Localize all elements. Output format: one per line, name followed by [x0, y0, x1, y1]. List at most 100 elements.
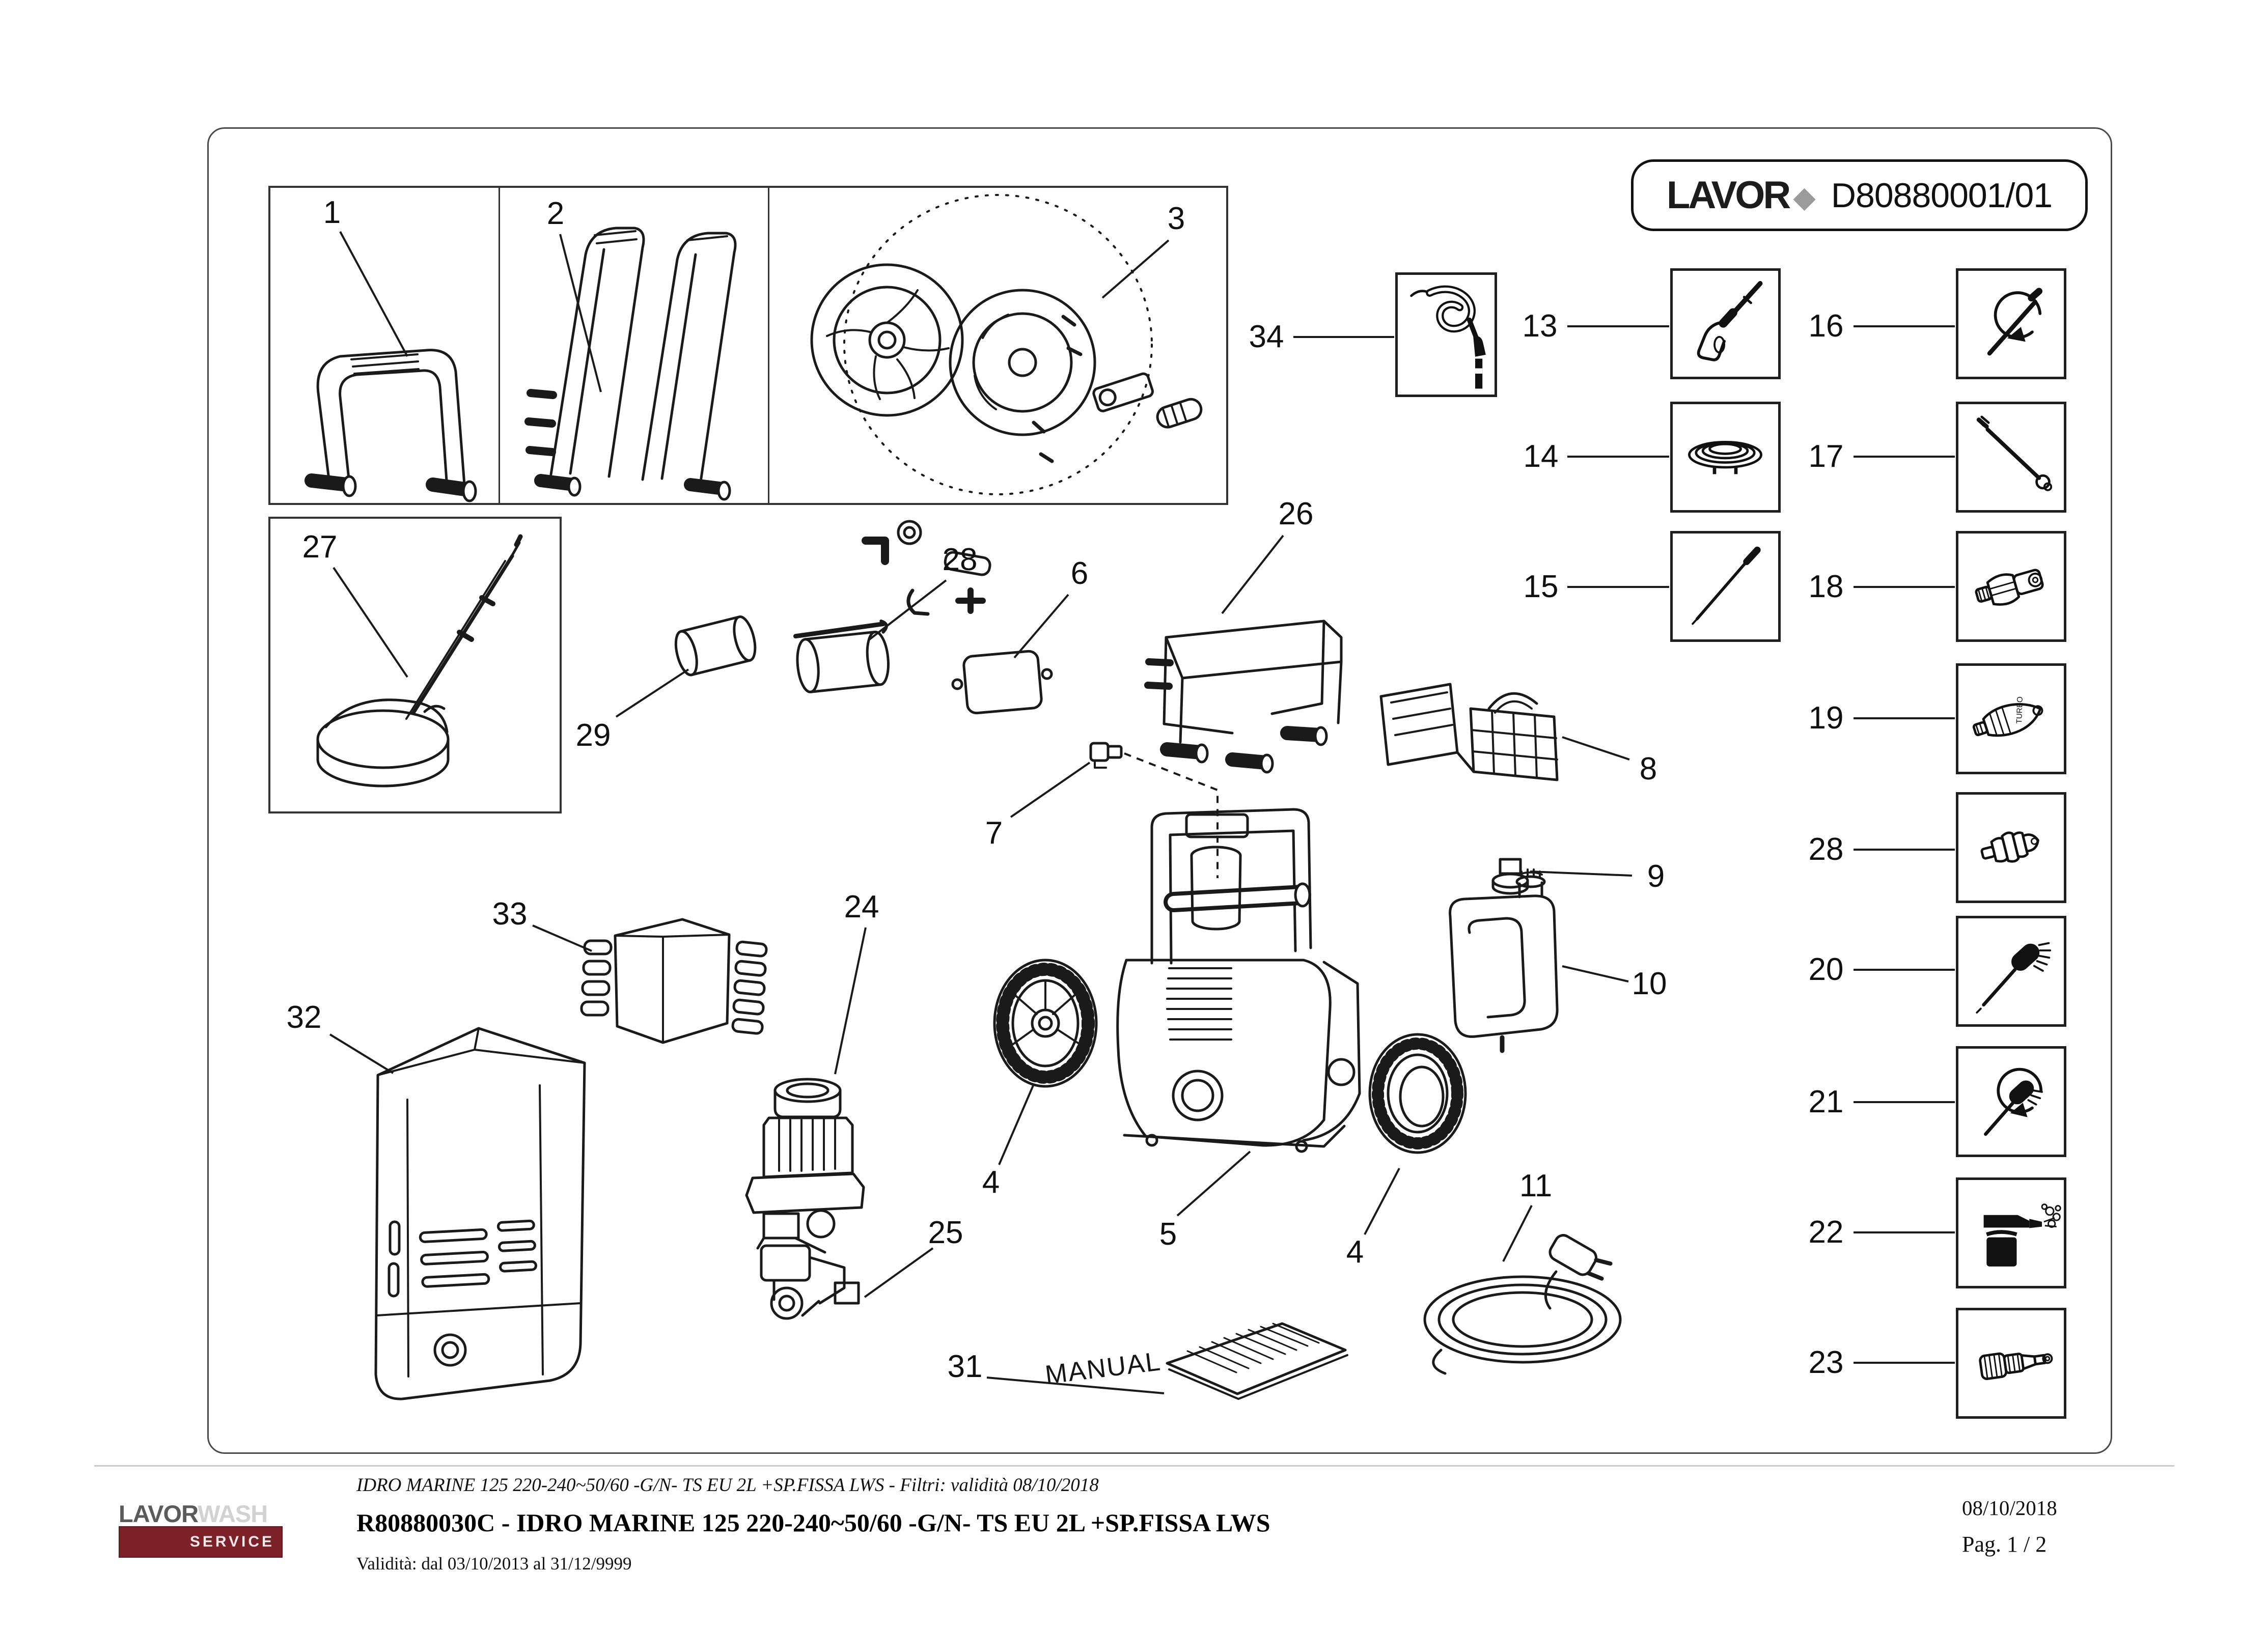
hose-coil-icon: [1688, 441, 1762, 474]
accessory-box-23: [1956, 1308, 2066, 1419]
callout-2: 2: [546, 196, 565, 231]
part-10-drawing: [1449, 868, 1559, 1053]
accessory-box-17: [1956, 402, 2066, 513]
accessory-box-28: [1956, 792, 2066, 903]
service-banner: SERVICE: [119, 1526, 283, 1558]
lavor-diamond-icon: ◆: [1793, 180, 1816, 214]
turbo-text: TURBO: [2015, 696, 2025, 724]
accessory-box-13: [1670, 268, 1781, 379]
hose-connector-icon: [1979, 1352, 2053, 1380]
leader-lines: [329, 231, 1955, 1394]
part-24-drawing: [745, 1078, 865, 1254]
accessory-box-21: [1956, 1046, 2066, 1157]
callout-18: 18: [1808, 569, 1844, 604]
callout-8: 8: [1639, 751, 1657, 787]
callout-21: 21: [1808, 1084, 1844, 1119]
accessory-box-20: [1956, 916, 2066, 1027]
part-11-cable-drawing: [1423, 1234, 1622, 1375]
part-26-drawing: [1144, 620, 1343, 774]
callout-4-left: 4: [982, 1165, 1000, 1200]
diagram-frame: [207, 127, 2112, 1454]
callout-9: 9: [1647, 859, 1665, 894]
accessory-box-16: [1956, 268, 2066, 379]
accessory-box-15: [1670, 531, 1781, 642]
part-29-drawing: [674, 615, 757, 677]
lavor-logo: LAVOR: [1666, 174, 1791, 217]
callout-14: 14: [1523, 439, 1559, 474]
lance-tube-icon: [1976, 415, 2053, 491]
spray-gun-icon: [1697, 281, 1763, 361]
drawing-number: D80880001/01: [1831, 176, 2053, 215]
callout-10: 10: [1631, 966, 1667, 1001]
small-nozzle-icon: [1980, 831, 2039, 863]
page-number: Pag. 1 / 2: [1962, 1532, 2047, 1557]
callout-4-right: 4: [1346, 1234, 1364, 1270]
callout-5: 5: [1159, 1217, 1177, 1252]
lavorwash-wordmark: LAVORWASH: [119, 1500, 268, 1527]
part-4-right-wheel-drawing: [1368, 1033, 1467, 1154]
part-8-drawing: [1379, 683, 1559, 781]
drawing-number-badge: LAVOR ◆ D80880001/01: [1631, 159, 2088, 231]
part-5-drawing: [1116, 808, 1361, 1153]
callout-23: 23: [1808, 1345, 1844, 1380]
part-27-drawing: [316, 534, 523, 788]
part-3-drawing: [810, 194, 1203, 616]
callout-7: 7: [985, 816, 1003, 851]
part-7-drawing: [1089, 742, 1123, 769]
part-31-manual-drawing: [1166, 1322, 1348, 1400]
part-25-drawing: [760, 1244, 860, 1320]
callout-13: 13: [1522, 308, 1558, 344]
callout-22: 22: [1808, 1215, 1844, 1250]
callout-20: 20: [1808, 952, 1844, 987]
callout-28-mid: 28: [942, 542, 978, 577]
lavorwash-service-logo: LAVORWASH SERVICE: [119, 1500, 283, 1558]
accessory-box-34: [1395, 272, 1497, 397]
callout-33: 33: [492, 896, 528, 932]
callout-17: 17: [1808, 439, 1844, 474]
part-27-box: [268, 517, 562, 813]
callout-29: 29: [575, 718, 611, 753]
foam-bottle-icon: [1983, 1203, 2061, 1267]
part-1-drawing: [305, 349, 477, 502]
callout-15: 15: [1523, 569, 1559, 604]
callout-19: 19: [1808, 700, 1844, 736]
callout-6: 6: [1070, 556, 1089, 591]
parts-1-2-3-box: [268, 186, 1228, 505]
callout-32: 32: [286, 1000, 322, 1035]
footer-date: 08/10/2018: [1962, 1496, 2057, 1520]
accessory-box-19: TURBO: [1956, 663, 2066, 774]
callout-11: 11: [1519, 1168, 1553, 1203]
footer-divider: [94, 1465, 2174, 1467]
filter-validity-line: IDRO MARINE 125 220-240~50/60 -G/N- TS E…: [356, 1475, 1099, 1496]
box-divider-1: [499, 188, 500, 503]
callout-25: 25: [928, 1215, 963, 1250]
model-title-line: R80880030C - IDRO MARINE 125 220-240~50/…: [356, 1508, 1270, 1537]
part-6-drawing: [951, 650, 1053, 715]
accessory-box-14: [1670, 402, 1781, 513]
callout-3: 3: [1167, 201, 1185, 236]
accessory-box-18: [1956, 531, 2066, 642]
callout-26: 26: [1278, 496, 1314, 531]
rotating-brush-icon: [1984, 1068, 2043, 1136]
brush-icon: [1976, 942, 2052, 1014]
accessory-box-22: [1956, 1177, 2066, 1288]
lance-icon: [1692, 546, 1761, 625]
callout-24: 24: [844, 889, 879, 924]
part-32-drawing: [374, 1027, 586, 1400]
turbo-nozzle-icon: TURBO: [1972, 696, 2043, 737]
callout-28-box: 28: [1808, 832, 1844, 867]
callout-1: 1: [323, 195, 341, 230]
part-4-left-wheel-drawing: [993, 959, 1098, 1088]
box-divider-2: [768, 188, 769, 503]
callout-16: 16: [1808, 308, 1844, 344]
part-2-drawing: [524, 227, 737, 501]
callout-27: 27: [302, 529, 338, 565]
quick-coupling-nozzle-icon: [1975, 569, 2044, 606]
callout-34: 34: [1249, 319, 1284, 354]
part-28-sleeve-drawing: [793, 620, 890, 693]
rotating-nozzle-icon: [1987, 288, 2043, 356]
callout-31: 31: [947, 1349, 983, 1384]
part-33-drawing: [580, 918, 768, 1044]
